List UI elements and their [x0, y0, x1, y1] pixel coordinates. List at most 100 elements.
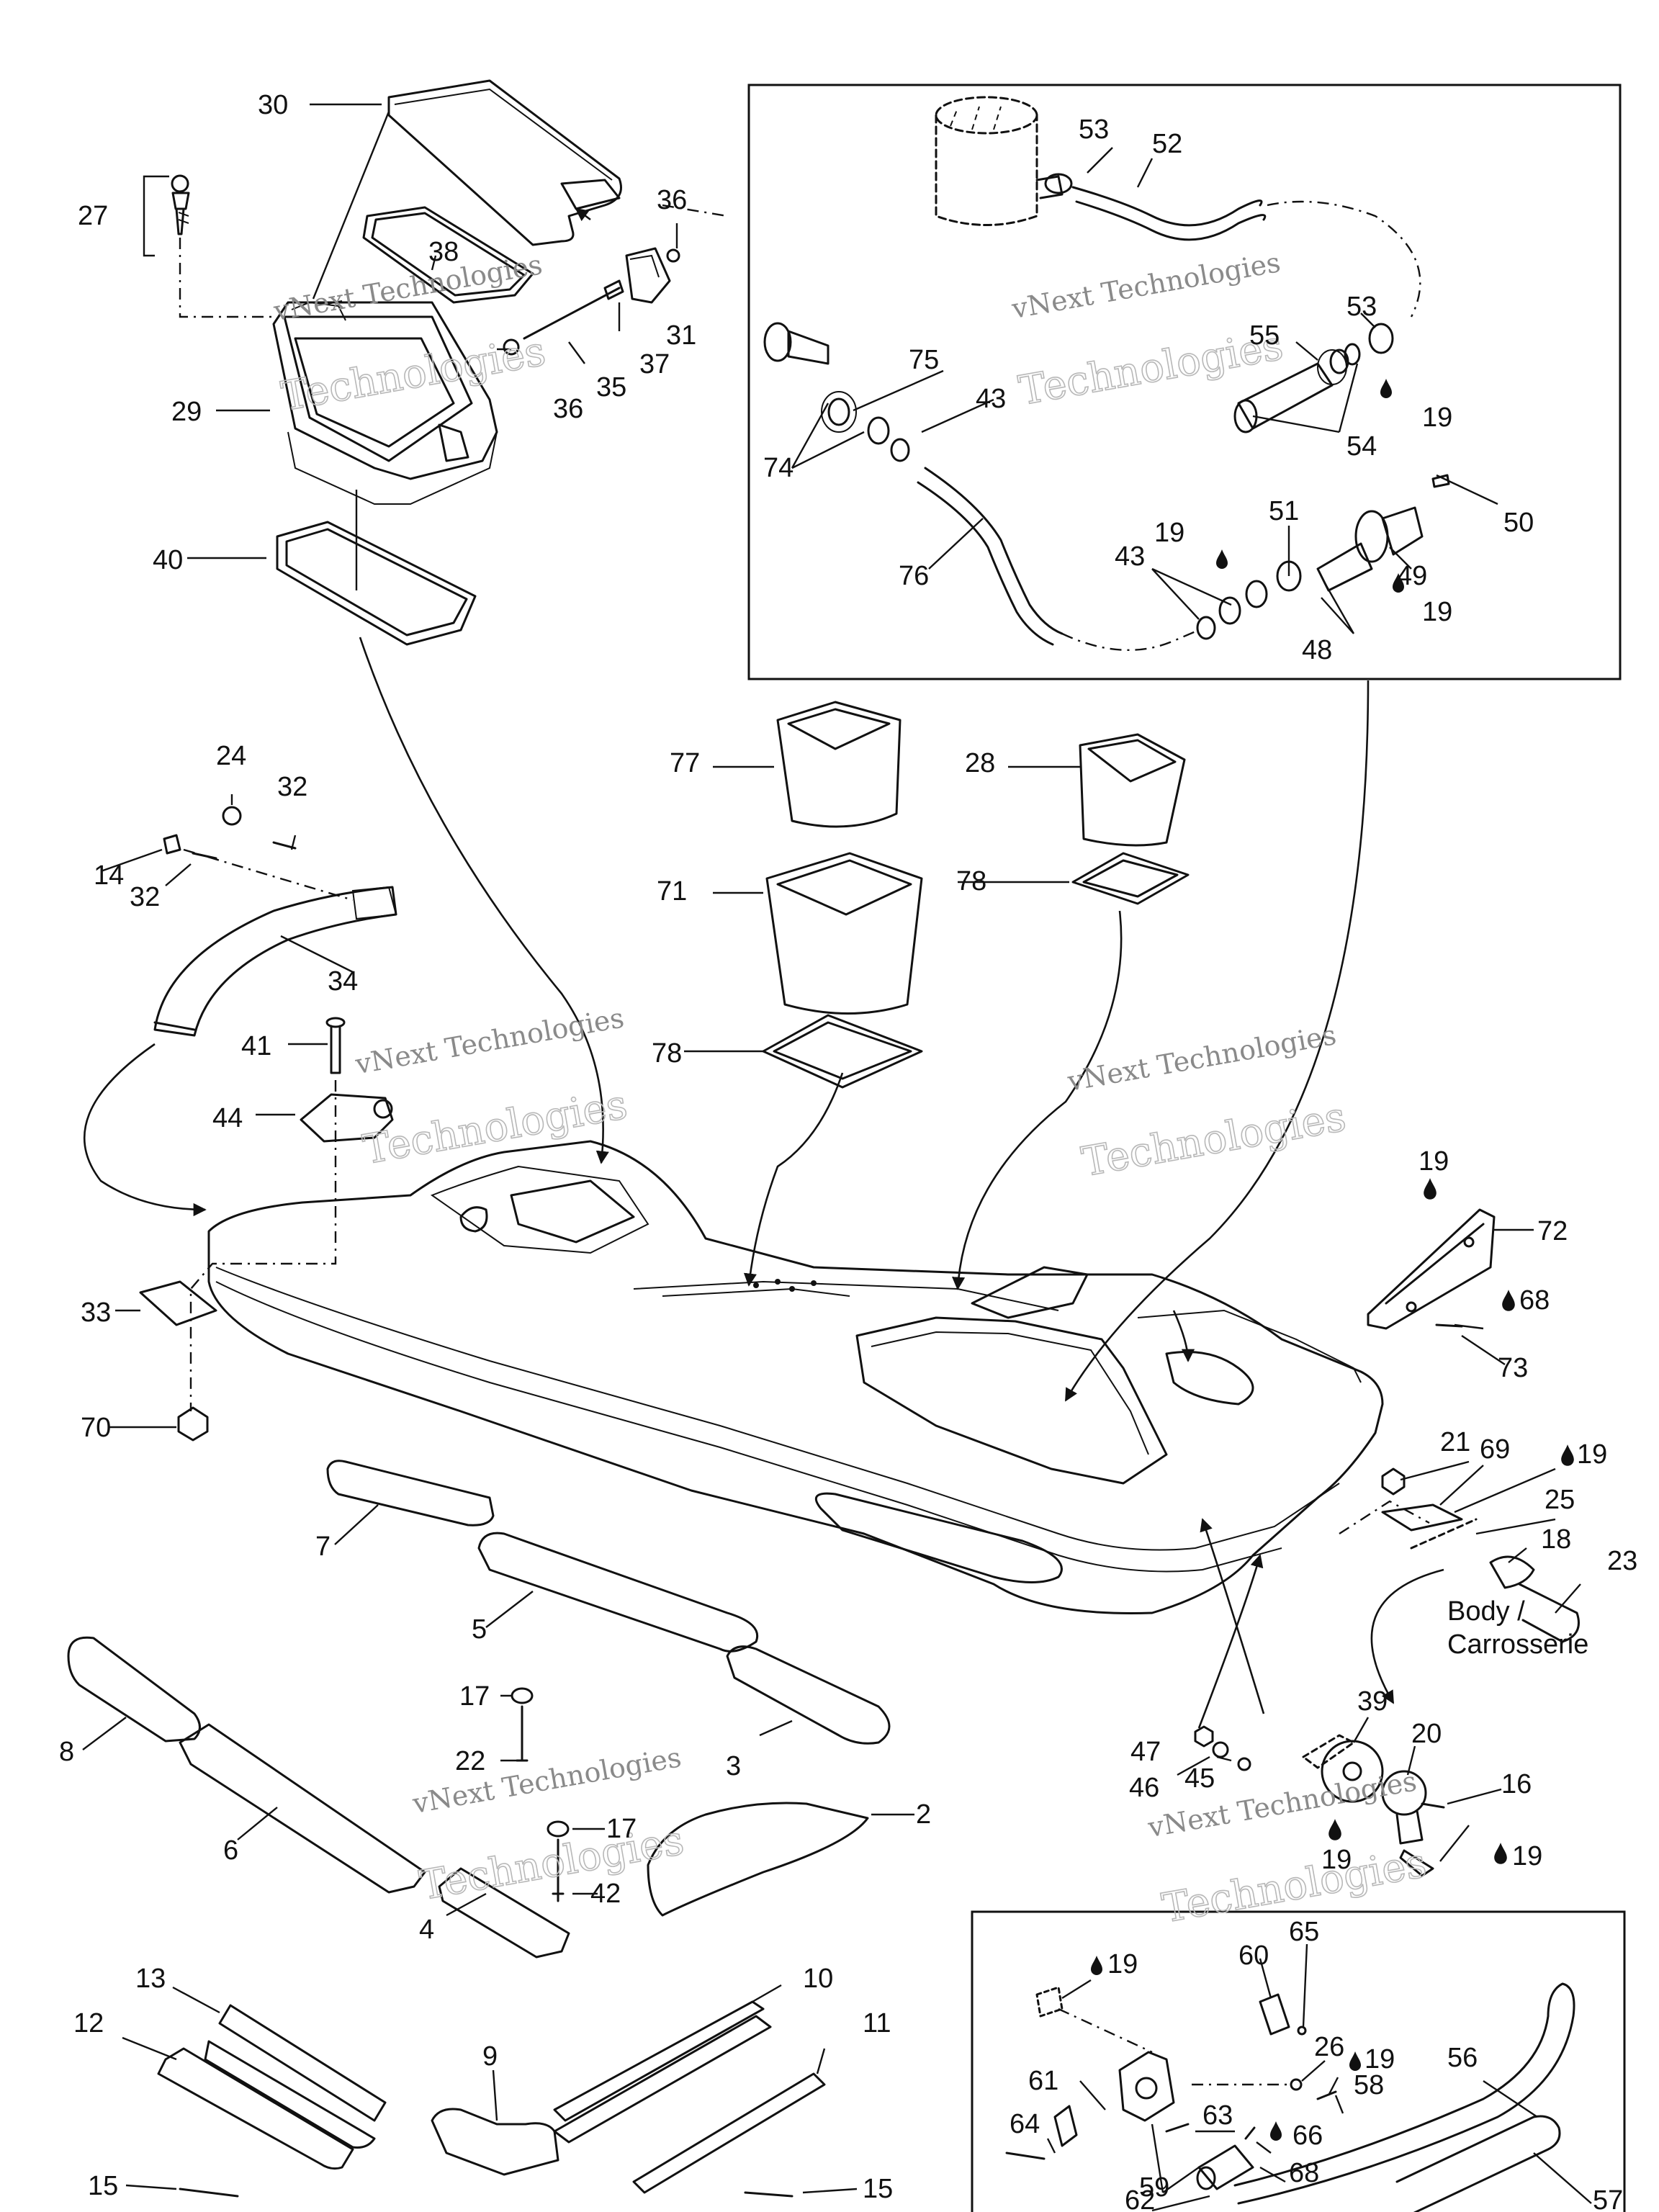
svg-text:vNext Technologies: vNext Technologies	[1065, 1019, 1339, 1097]
decal-7	[326, 1460, 495, 1527]
svg-text:vNext Technologies: vNext Technologies	[271, 248, 544, 327]
gasket-78b	[1071, 852, 1190, 905]
bracket-59	[1118, 2051, 1175, 2122]
callout-13: 13	[135, 1964, 166, 1994]
hose-76	[917, 467, 1064, 646]
nut-21	[1381, 1467, 1406, 1496]
callout-37: 37	[639, 349, 670, 379]
callout-64: 64	[1010, 2109, 1040, 2139]
grab-handle-34	[153, 886, 397, 1037]
callout-57: 57	[1593, 2185, 1623, 2212]
callout-9: 9	[482, 2041, 498, 2072]
rivet-42	[552, 1838, 565, 1902]
callout-52: 52	[1152, 129, 1182, 159]
pin-63	[1165, 2123, 1190, 2133]
svg-text:Technologies: Technologies	[416, 1817, 687, 1910]
callout-29: 29	[171, 397, 202, 427]
callout-32b: 32	[130, 882, 160, 912]
callout-19e: 19	[1577, 1439, 1607, 1470]
bilge-pump-inset-frame	[747, 84, 1622, 680]
nut-70	[177, 1406, 209, 1442]
callout-4: 4	[419, 1915, 434, 1945]
callout-35: 35	[596, 372, 626, 403]
plate-61	[1053, 2105, 1078, 2147]
callout-20: 20	[1411, 1719, 1442, 1749]
washer-45	[1237, 1757, 1251, 1771]
fitting-74	[763, 322, 910, 462]
callout-34: 34	[328, 966, 358, 997]
callout-33: 33	[81, 1298, 111, 1328]
decal-8	[67, 1636, 201, 1743]
rivet-65	[1297, 2026, 1307, 2036]
hose-52	[1071, 186, 1267, 241]
callout-53a: 53	[1079, 114, 1109, 145]
callout-68b: 68	[1289, 2158, 1319, 2188]
handle-56	[1233, 1982, 1575, 2205]
callout-21: 21	[1440, 1427, 1470, 1457]
callout-46: 46	[1129, 1773, 1159, 1803]
callout-74: 74	[763, 453, 793, 483]
handle-inset-frame	[971, 1910, 1626, 2212]
screw-58	[1316, 2090, 1337, 2100]
callout-7: 7	[315, 1532, 331, 1562]
watermark: vNext Technologies Technologies vNext Te…	[271, 246, 1430, 1933]
callout-78b: 78	[652, 1038, 682, 1069]
callout-65: 65	[1289, 1917, 1319, 1947]
callout-63: 63	[1202, 2100, 1233, 2131]
screw-16	[1421, 1802, 1445, 1809]
callout-27: 27	[78, 201, 108, 231]
callout-69: 69	[1480, 1434, 1510, 1465]
callout-49: 49	[1397, 561, 1427, 591]
callout-30: 30	[258, 90, 288, 120]
callout-42: 42	[590, 1879, 621, 1909]
callout-78a: 78	[956, 866, 986, 896]
callout-62: 62	[1125, 2185, 1155, 2212]
bucket-28	[1079, 733, 1186, 847]
callout-19a: 19	[1422, 403, 1452, 433]
gasket-25	[1410, 1518, 1478, 1550]
cap-17b	[547, 1820, 570, 1838]
callout-54: 54	[1346, 431, 1377, 462]
bolt-41	[325, 1017, 346, 1074]
svg-text:Technologies: Technologies	[278, 328, 549, 420]
rail-13-b	[204, 2040, 376, 2149]
eye-18	[1489, 1555, 1535, 1589]
washer-46	[1212, 1741, 1229, 1758]
callout-15b: 15	[863, 2174, 893, 2204]
washer-55	[1317, 349, 1347, 385]
callout-56: 56	[1447, 2043, 1478, 2073]
callout-5: 5	[472, 1614, 487, 1645]
body-note-line1: Body /	[1447, 1596, 1525, 1627]
callout-61: 61	[1028, 2066, 1058, 2096]
callout-28: 28	[965, 748, 995, 778]
plate-60	[1259, 1993, 1290, 2036]
decal-4	[438, 1867, 570, 1959]
nut-47	[1194, 1725, 1214, 1748]
callout-19d: 19	[1419, 1146, 1449, 1177]
callout-18: 18	[1541, 1524, 1571, 1555]
callout-36b: 36	[553, 394, 583, 424]
callout-2: 2	[916, 1799, 931, 1830]
latch-31	[625, 247, 671, 304]
callout-39: 39	[1357, 1686, 1388, 1717]
callout-19h: 19	[1107, 1949, 1138, 1979]
callout-8: 8	[59, 1737, 74, 1767]
fastener-27	[171, 174, 190, 235]
callout-60: 60	[1238, 1941, 1269, 1971]
callout-11: 11	[863, 2008, 891, 2038]
decal-5	[477, 1532, 758, 1653]
callout-19i: 19	[1364, 2044, 1395, 2074]
pump-cylinder	[935, 96, 1064, 226]
screw-15b	[744, 2191, 793, 2198]
callout-40: 40	[153, 545, 183, 575]
callout-73: 73	[1498, 1353, 1528, 1383]
callout-25: 25	[1545, 1485, 1575, 1515]
nut-14	[163, 834, 181, 855]
washer-75	[821, 391, 857, 433]
bucket-71	[765, 852, 923, 1015]
callout-19c: 19	[1422, 597, 1452, 627]
gasket-sticker-inset	[1035, 1986, 1064, 2018]
callout-23: 23	[1607, 1546, 1637, 1576]
rail-10	[553, 2000, 765, 2122]
storage-cover-30	[387, 79, 622, 246]
